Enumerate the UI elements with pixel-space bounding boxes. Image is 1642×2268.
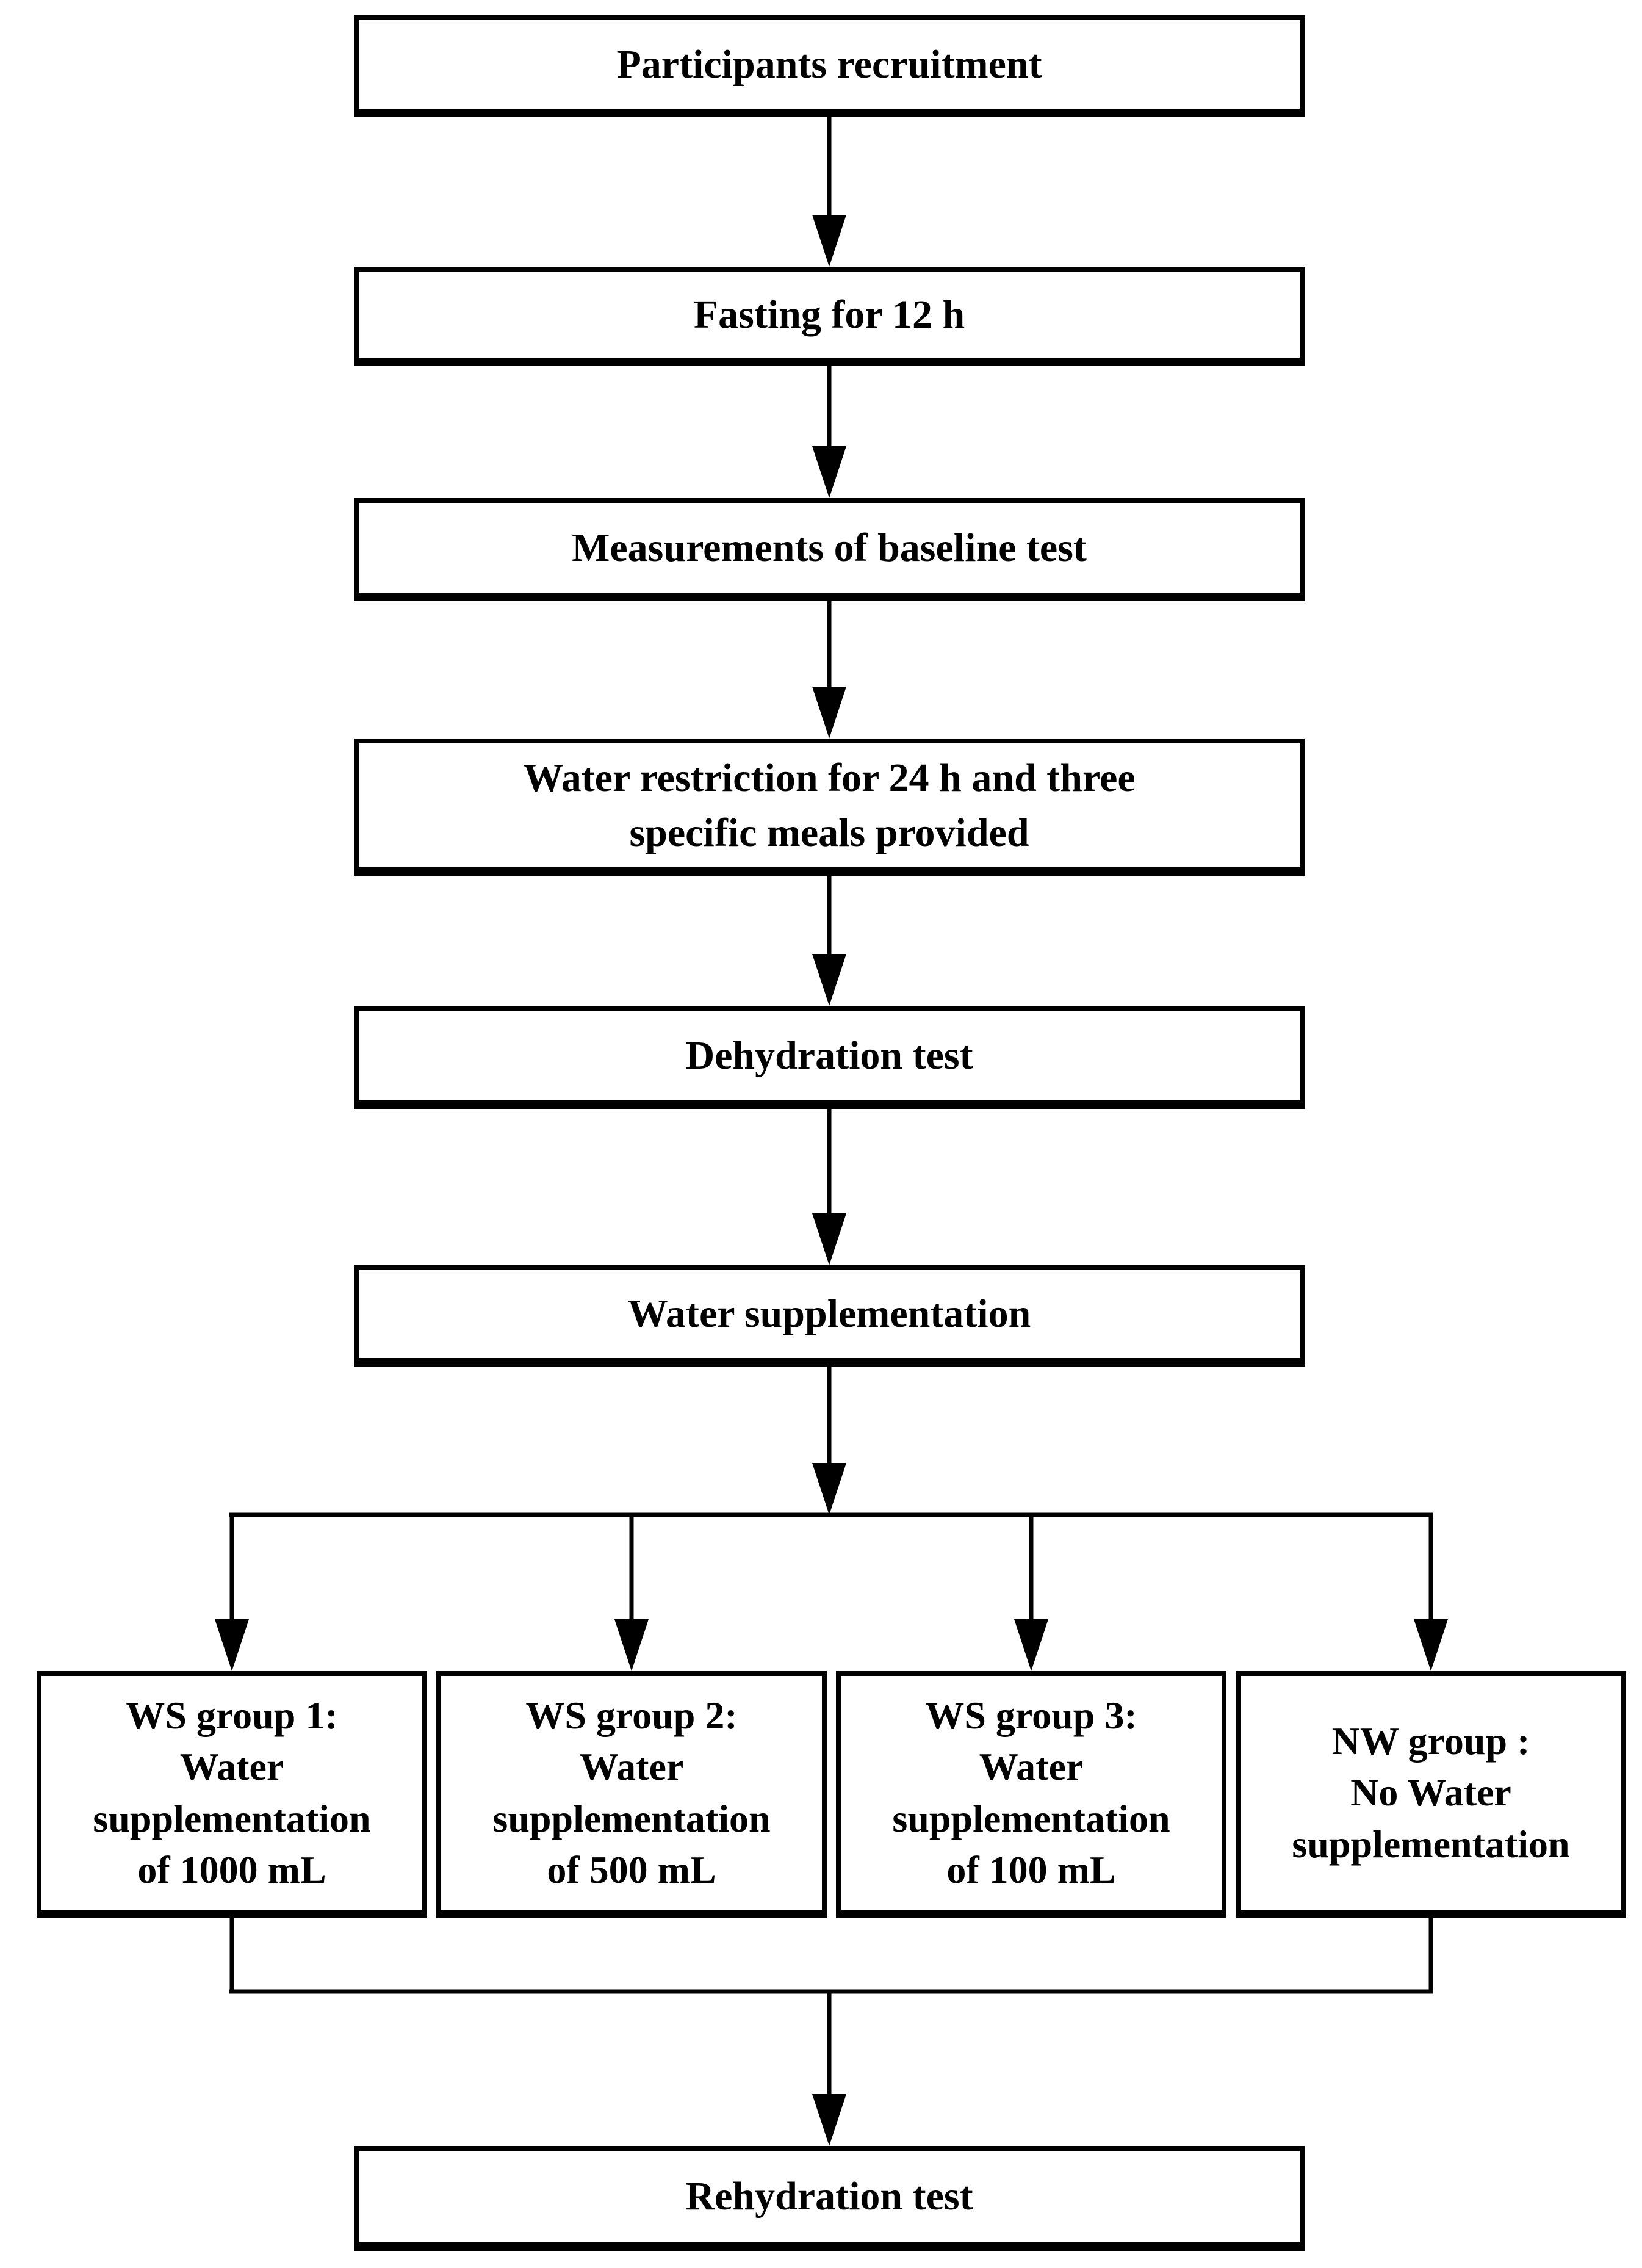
node-label-line: supplementation [93,1796,371,1840]
node-label-line: of 100 mL [946,1847,1116,1891]
node-label: Fasting for 12 h [693,292,965,337]
node-water-supplementation: Water supplementation [354,1265,1305,1367]
node-water-restriction: Water restriction for 24 h and three spe… [354,739,1305,876]
node-label: Participants recruitment [616,42,1042,87]
branch-drop-ws2 [614,1515,649,1671]
node-ws-group-3: WS group 3: Water supplementation of 100… [836,1671,1226,1918]
node-label-line: WS group 2: [525,1693,738,1737]
merge-stem-arrow [812,1992,846,2146]
branch-stem-arrow [812,1367,846,1515]
branch-drop-ws1 [215,1515,249,1671]
node-label-line: supplementation [1292,1822,1570,1866]
node-ws-group-2: WS group 2: Water supplementation of 500… [436,1671,827,1918]
node-label-line: specific meals provided [629,810,1029,855]
node-label: Rehydration test [685,2174,973,2219]
node-rehydration-test: Rehydration test [354,2146,1305,2251]
node-fasting-12h: Fasting for 12 h [354,267,1305,366]
node-label-line: supplementation [892,1796,1170,1840]
node-label-line: Water [579,1745,684,1789]
node-label-line: No Water [1350,1771,1511,1815]
node-label-line: NW group : [1331,1719,1530,1763]
node-label: Measurements of baseline test [572,525,1087,570]
connector-fasting-baseline [812,366,846,498]
node-label-line: WS group 1: [126,1693,338,1737]
connector-restriction-dehydration [812,876,846,1006]
node-participants-recruitment: Participants recruitment [354,15,1305,117]
node-label-line: of 500 mL [547,1847,716,1891]
node-label-line: Water [179,1745,284,1789]
node-label-line: WS group 3: [925,1693,1137,1737]
connector-recruitment-fasting [812,117,846,267]
connector-dehydration-supplementation [812,1109,846,1265]
node-ws-group-1: WS group 1: Water supplementation of 100… [37,1671,427,1918]
node-label: Dehydration test [685,1033,973,1078]
node-nw-group: NW group : No Water supplementation [1236,1671,1626,1918]
node-label-line: of 1000 mL [137,1847,326,1891]
node-label-line: Water restriction for 24 h and three [523,756,1136,801]
node-label-line: Water [979,1745,1084,1789]
node-baseline-measurements: Measurements of baseline test [354,498,1305,601]
node-label-line: supplementation [492,1796,771,1840]
branch-drop-ws3 [1014,1515,1048,1671]
node-dehydration-test: Dehydration test [354,1006,1305,1109]
branch-drop-nw [1414,1515,1448,1671]
connector-baseline-restriction [812,601,846,739]
node-label: Water supplementation [627,1291,1031,1337]
